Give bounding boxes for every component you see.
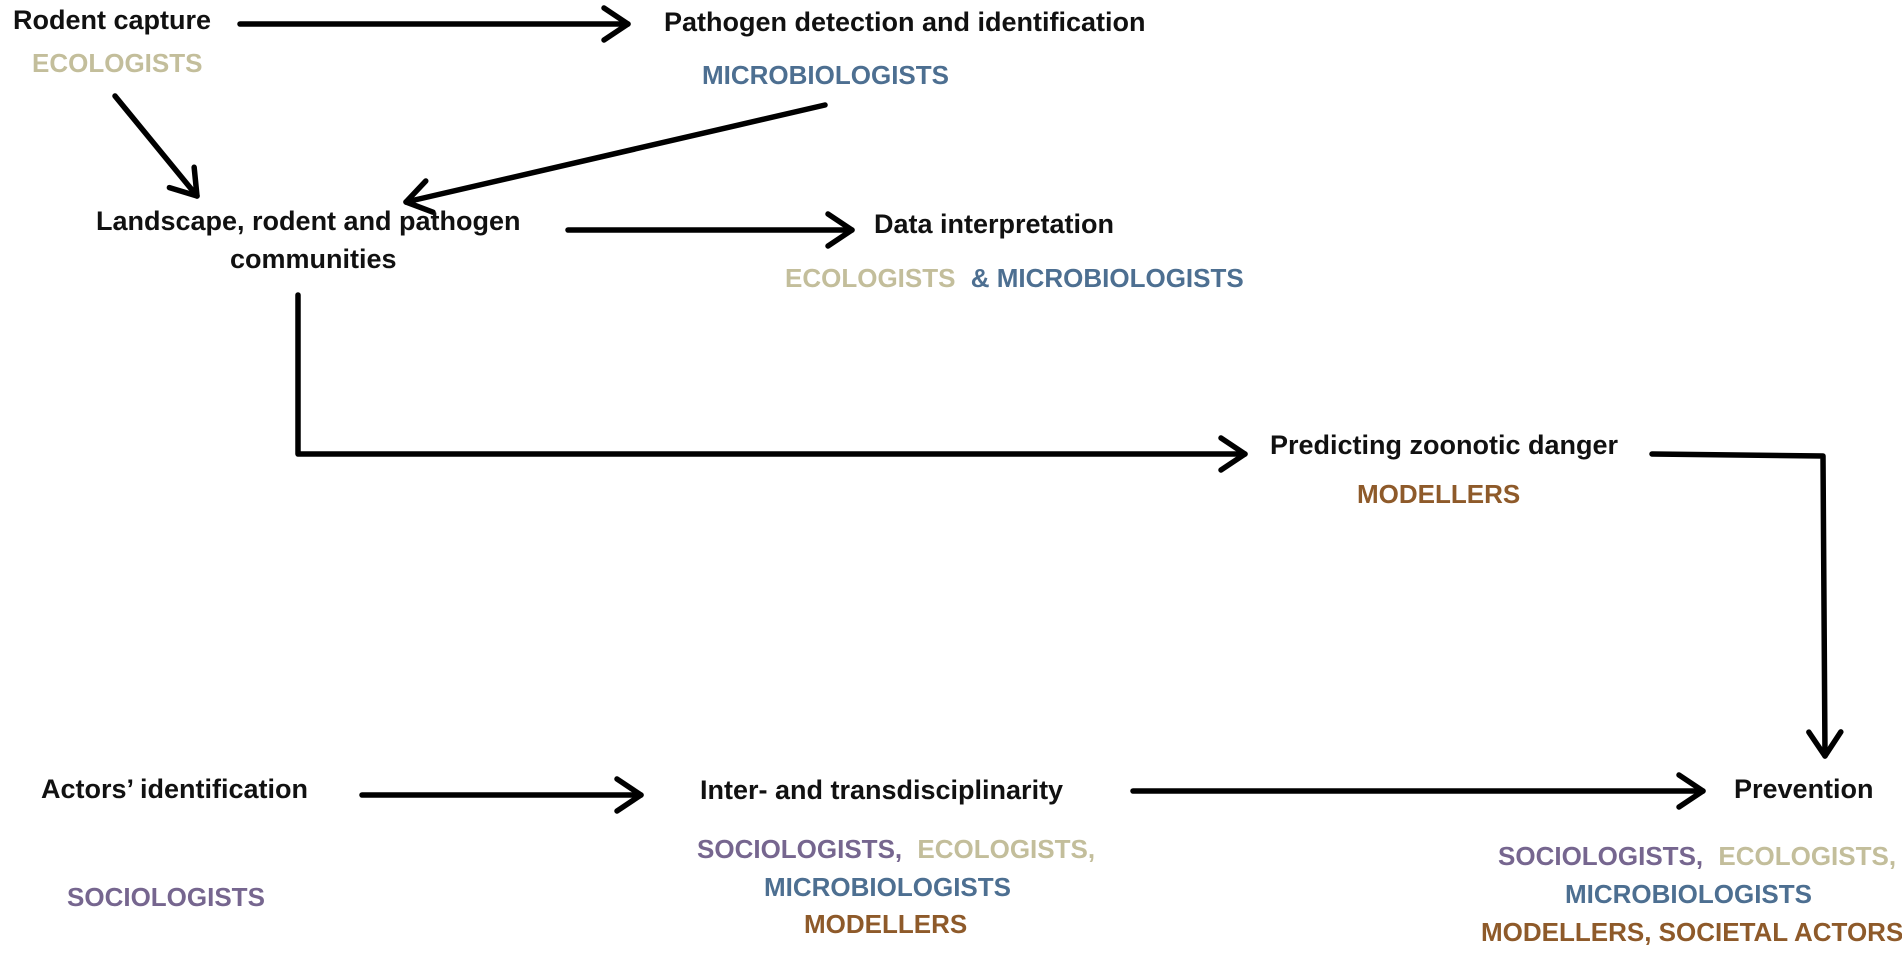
data-interpretation-role-ecologists: ECOLOGISTS bbox=[785, 263, 955, 293]
inter-roles-line1: SOCIOLOGISTS, ECOLOGISTS, bbox=[697, 834, 1095, 864]
inter-role-ecologists: ECOLOGISTS, bbox=[917, 834, 1095, 864]
arrow-landscape-to-predicting bbox=[295, 292, 1248, 473]
prevention-role-microbiologists: MICROBIOLOGISTS bbox=[1565, 879, 1812, 909]
prevention-title: Prevention bbox=[1734, 774, 1874, 804]
inter-title: Inter- and transdisciplinarity bbox=[700, 775, 1063, 805]
data-interpretation-role-microbiologists: & MICROBIOLOGISTS bbox=[971, 263, 1244, 293]
pathogen-detection-title: Pathogen detection and identification bbox=[664, 7, 1146, 37]
node-pathogen-detection: Pathogen detection and identification MI… bbox=[664, 7, 1146, 90]
node-data-interpretation: Data interpretation ECOLOGISTS & MICROBI… bbox=[785, 209, 1244, 293]
inter-role-sociologists: SOCIOLOGISTS, bbox=[697, 834, 902, 864]
predicting-title: Predicting zoonotic danger bbox=[1270, 430, 1619, 460]
connector-arrows bbox=[112, 5, 1844, 814]
predicting-role-modellers: MODELLERS bbox=[1357, 479, 1520, 509]
actors-title: Actors’ identification bbox=[41, 774, 308, 804]
landscape-title-line2: communities bbox=[230, 244, 397, 274]
prevention-roles-line1: SOCIOLOGISTS, ECOLOGISTS, bbox=[1498, 841, 1896, 871]
pathogen-detection-role-microbiologists: MICROBIOLOGISTS bbox=[702, 60, 949, 90]
prevention-role-modellers-societal: MODELLERS, SOCIETAL ACTORS bbox=[1481, 917, 1902, 947]
rodent-capture-title: Rodent capture bbox=[13, 5, 211, 35]
actors-role-sociologists: SOCIOLOGISTS bbox=[67, 882, 265, 912]
arrow-capture-to-landscape bbox=[112, 93, 200, 199]
node-prevention: Prevention SOCIOLOGISTS, ECOLOGISTS, MIC… bbox=[1481, 774, 1902, 947]
inter-role-modellers: MODELLERS bbox=[804, 909, 967, 939]
inter-role-microbiologists: MICROBIOLOGISTS bbox=[764, 872, 1011, 902]
node-landscape-communities: Landscape, rodent and pathogen communiti… bbox=[96, 206, 521, 274]
data-interpretation-roles: ECOLOGISTS & MICROBIOLOGISTS bbox=[785, 263, 1244, 293]
node-rodent-capture: Rodent capture ECOLOGISTS bbox=[13, 5, 211, 78]
node-predicting-zoonotic-danger: Predicting zoonotic danger MODELLERS bbox=[1270, 430, 1619, 509]
prevention-role-ecologists: ECOLOGISTS, bbox=[1718, 841, 1896, 871]
landscape-title-line1: Landscape, rodent and pathogen bbox=[96, 206, 521, 236]
prevention-role-sociologists: SOCIOLOGISTS, bbox=[1498, 841, 1703, 871]
node-actors-identification: Actors’ identification SOCIOLOGISTS bbox=[41, 774, 308, 912]
arrow-predicting-to-prevention bbox=[1649, 451, 1844, 759]
node-inter-transdisciplinarity: Inter- and transdisciplinarity SOCIOLOGI… bbox=[697, 775, 1095, 939]
arrow-pathogen-to-landscape bbox=[403, 102, 828, 215]
data-interpretation-title: Data interpretation bbox=[874, 209, 1114, 239]
rodent-capture-role-ecologists: ECOLOGISTS bbox=[32, 48, 202, 78]
